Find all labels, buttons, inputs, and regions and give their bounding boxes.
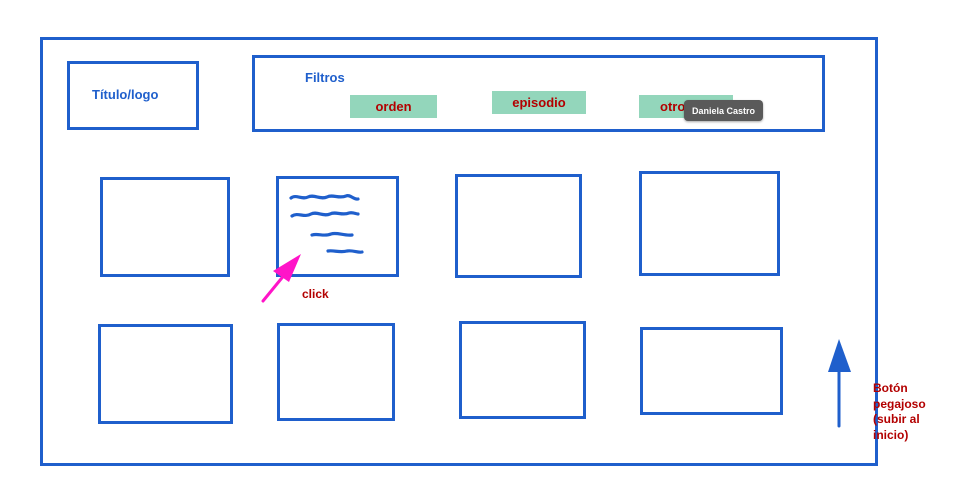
scribble-line xyxy=(326,249,364,254)
episode-card[interactable] xyxy=(640,327,783,415)
sticky-button-annotation: Botón pegajoso (subir al inicio) xyxy=(873,381,926,442)
filter-chip-episodio[interactable]: episodio xyxy=(492,91,586,114)
logo-label: Título/logo xyxy=(92,87,159,102)
scribbled-text-lines xyxy=(289,194,364,254)
episode-card[interactable] xyxy=(639,171,780,276)
scribble-line xyxy=(310,231,354,237)
episode-card[interactable] xyxy=(100,177,230,277)
click-annotation: click xyxy=(302,287,329,301)
episode-card[interactable] xyxy=(455,174,582,278)
logo-placeholder[interactable] xyxy=(67,61,199,130)
comment-author-tag: Daniela Castro xyxy=(684,100,763,121)
episode-card[interactable] xyxy=(459,321,586,419)
click-arrow xyxy=(261,254,301,303)
episode-card[interactable] xyxy=(98,324,233,424)
up-arrow xyxy=(828,339,851,428)
scribble-line xyxy=(290,211,360,218)
scribble-line xyxy=(289,194,360,201)
filters-label: Filtros xyxy=(305,70,345,85)
episode-card[interactable] xyxy=(277,323,395,421)
filter-chip-orden[interactable]: orden xyxy=(350,95,437,118)
